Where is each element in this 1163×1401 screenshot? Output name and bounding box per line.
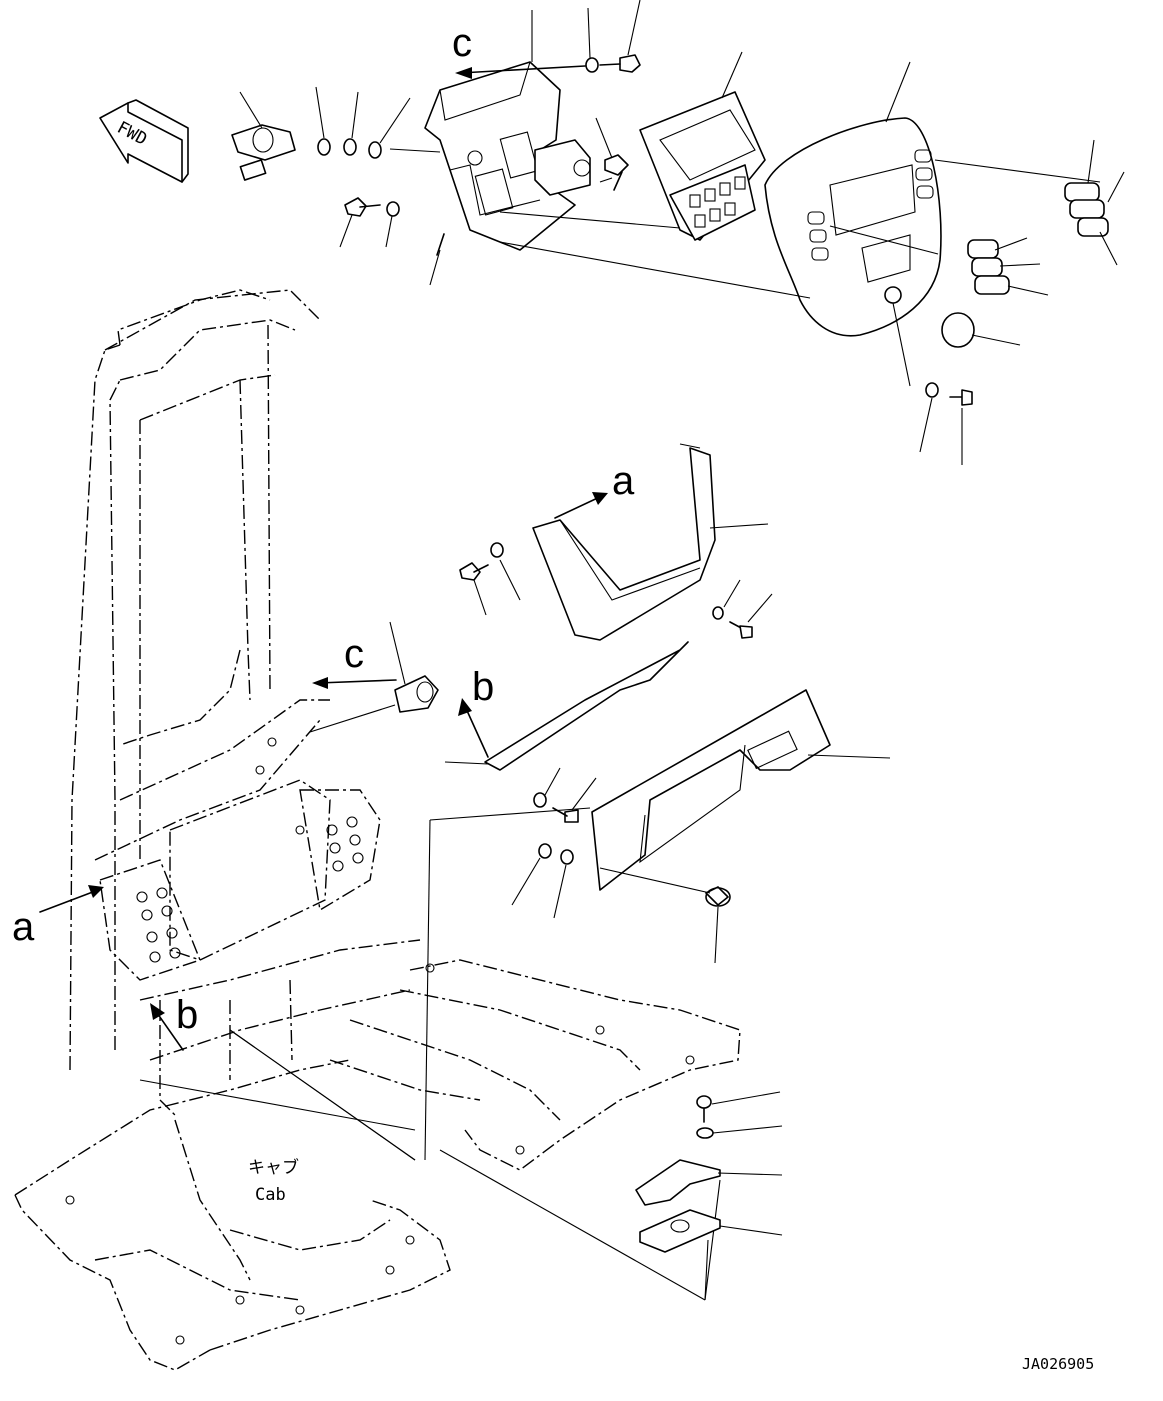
label-c-mid: c bbox=[344, 632, 364, 676]
cab-label-jp: キャブ bbox=[248, 1157, 299, 1178]
label-b-left: b bbox=[176, 993, 198, 1037]
arrow-a-left: a bbox=[12, 885, 104, 949]
arrow-b-mid: b bbox=[458, 665, 494, 758]
leader-lines-mid bbox=[139, 523, 891, 1301]
arrow-b-left: b bbox=[150, 993, 198, 1051]
dash-cover bbox=[764, 117, 942, 337]
cover-bolt bbox=[925, 382, 973, 406]
leader-lines-bottom bbox=[711, 1091, 783, 1236]
bottom-right-parts bbox=[635, 1095, 721, 1253]
monitor bbox=[639, 91, 766, 241]
arrow-c-mid: c bbox=[312, 632, 397, 689]
lower-side-cover bbox=[591, 689, 831, 891]
arrow-a-mid: a bbox=[554, 459, 635, 519]
cab-frame bbox=[14, 289, 741, 1371]
leader-lines-top bbox=[239, 0, 1125, 465]
top-bolt bbox=[585, 54, 641, 73]
mid-bolts bbox=[533, 792, 579, 865]
label-a-mid: a bbox=[612, 459, 635, 503]
rotary-switch bbox=[231, 124, 296, 181]
arrow-c-top: c bbox=[452, 21, 586, 79]
label-a-left: a bbox=[12, 905, 35, 949]
drawing-code: JA026905 bbox=[1022, 1355, 1094, 1373]
label-c-top: c bbox=[452, 21, 472, 65]
cab-label-en: Cab bbox=[255, 1185, 286, 1205]
label-b-mid: b bbox=[472, 665, 494, 709]
fwd-label: FWD bbox=[114, 118, 151, 150]
switch-c bbox=[394, 675, 439, 713]
upper-cover-bolts bbox=[459, 542, 753, 639]
cover-cap bbox=[941, 312, 975, 348]
springs bbox=[317, 138, 382, 159]
cover-knob bbox=[705, 886, 731, 907]
fwd-arrow: FWD bbox=[99, 99, 189, 183]
center-strip bbox=[484, 641, 689, 771]
mounting-bracket bbox=[424, 61, 629, 251]
bracket-bolt bbox=[344, 197, 445, 256]
right-switches bbox=[967, 182, 1109, 295]
upper-side-cover bbox=[532, 443, 716, 641]
